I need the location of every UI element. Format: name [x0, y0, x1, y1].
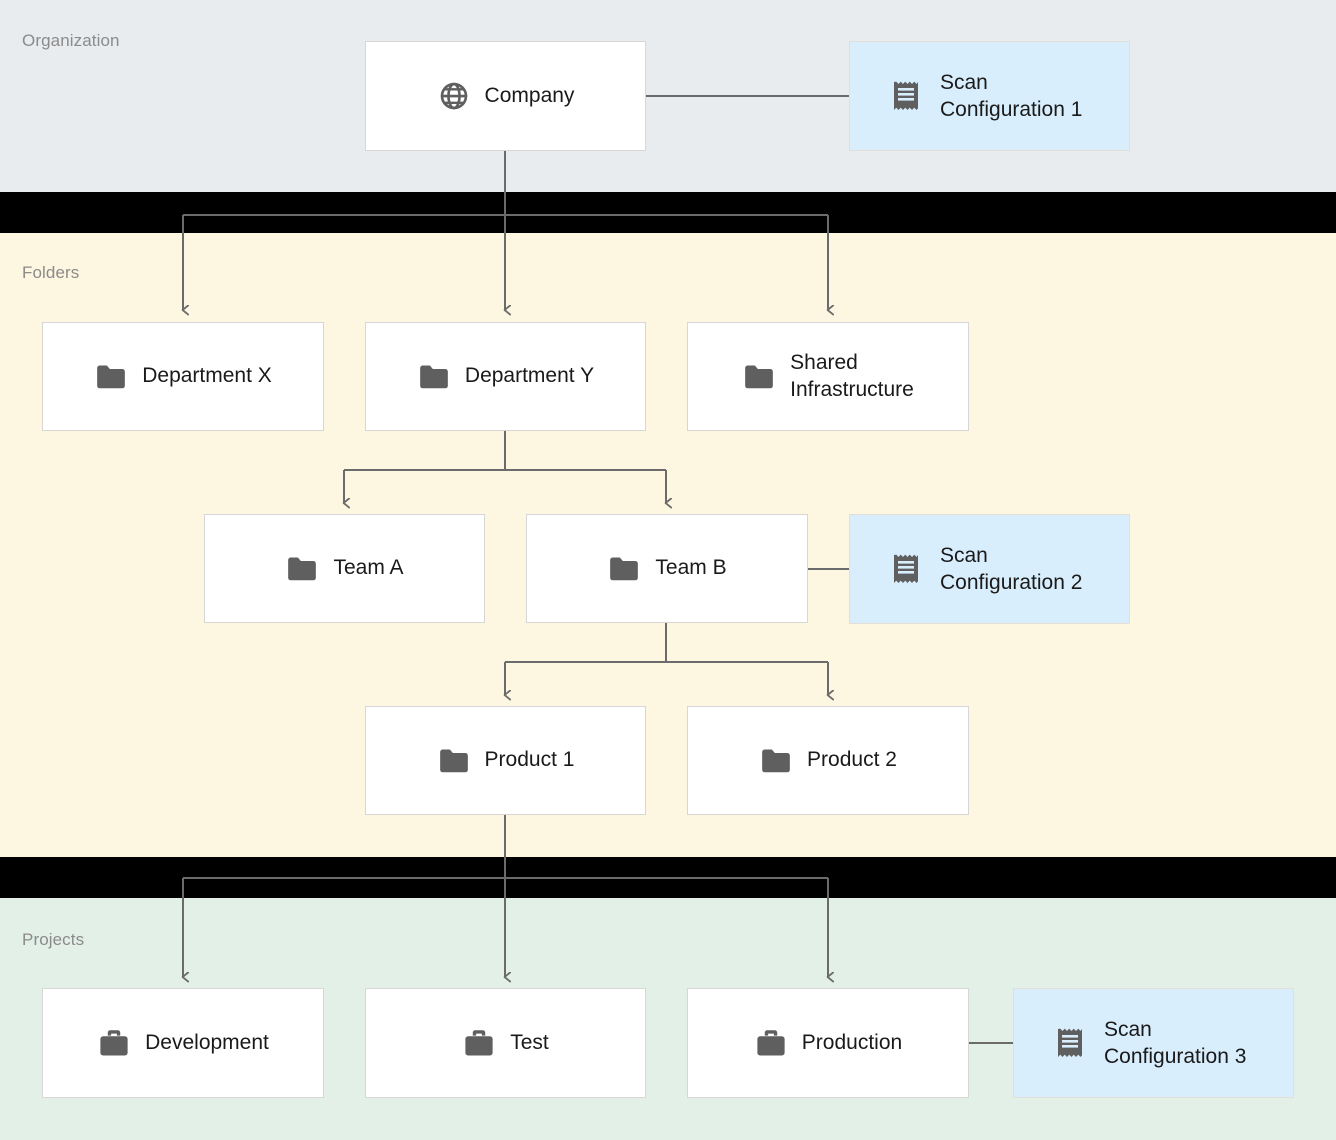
briefcase-icon — [754, 1026, 788, 1060]
node-label: Company — [484, 83, 575, 107]
node-label: Production — [801, 1030, 903, 1054]
node-department-x[interactable]: Department X — [42, 322, 324, 431]
band-label-folders: Folders — [22, 263, 80, 282]
node-label: Shared Infrastructure — [790, 350, 914, 401]
node-label: Development — [145, 1030, 269, 1054]
receipt-icon — [888, 77, 924, 115]
node-company[interactable]: Company — [365, 41, 646, 151]
folder-icon — [94, 360, 128, 394]
briefcase-icon — [462, 1026, 496, 1060]
node-label: Product 1 — [484, 748, 575, 772]
node-team-a[interactable]: Team A — [204, 514, 485, 623]
node-label: Product 2 — [807, 748, 897, 772]
band-label-organization: Organization — [22, 31, 120, 50]
node-shared-infrastructure[interactable]: Shared Infrastructure — [687, 322, 969, 431]
node-label: Team A — [333, 556, 404, 580]
node-label: Scan Configuration 3 — [1104, 1017, 1247, 1068]
node-label: Scan Configuration 1 — [940, 70, 1083, 121]
receipt-icon — [1052, 1024, 1088, 1062]
folder-icon — [437, 744, 471, 778]
folder-icon — [759, 744, 793, 778]
node-label: Department Y — [464, 364, 595, 388]
node-scan-configuration-3[interactable]: Scan Configuration 3 — [1013, 988, 1294, 1098]
briefcase-icon — [97, 1026, 131, 1060]
node-department-y[interactable]: Department Y — [365, 322, 646, 431]
node-scan-configuration-1[interactable]: Scan Configuration 1 — [849, 41, 1130, 151]
folder-icon — [285, 552, 319, 586]
node-label: Scan Configuration 2 — [940, 543, 1083, 594]
receipt-icon — [888, 550, 924, 588]
node-team-b[interactable]: Team B — [526, 514, 808, 623]
globe-icon — [437, 79, 471, 113]
node-scan-configuration-2[interactable]: Scan Configuration 2 — [849, 514, 1130, 624]
node-product-2[interactable]: Product 2 — [687, 706, 969, 815]
folder-icon — [742, 360, 776, 394]
node-product-1[interactable]: Product 1 — [365, 706, 646, 815]
node-label: Department X — [142, 364, 272, 388]
node-label: Test — [510, 1030, 549, 1054]
band-organization — [0, 0, 1336, 192]
node-development[interactable]: Development — [42, 988, 324, 1098]
band-label-projects: Projects — [22, 930, 85, 949]
node-test[interactable]: Test — [365, 988, 646, 1098]
node-production[interactable]: Production — [687, 988, 969, 1098]
node-label: Team B — [655, 556, 727, 580]
folder-icon — [417, 360, 451, 394]
folder-icon — [607, 552, 641, 586]
